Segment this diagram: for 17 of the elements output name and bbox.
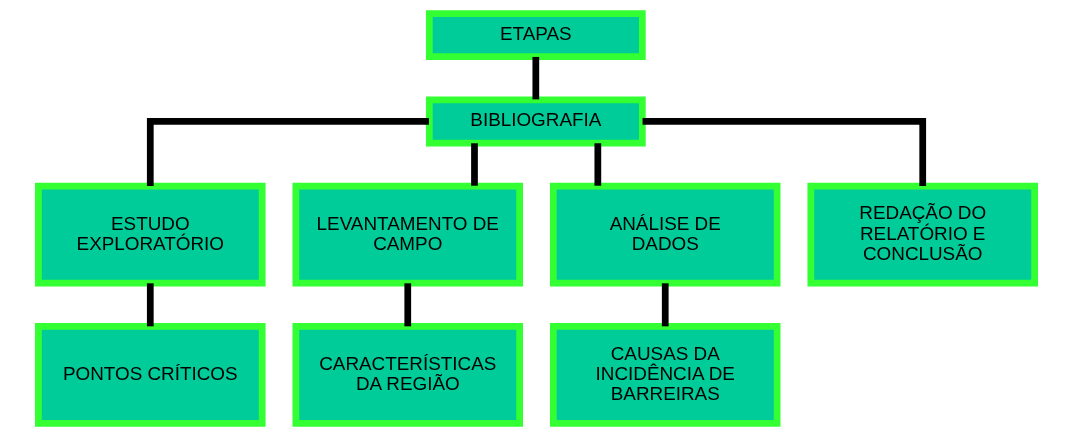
connector	[531, 56, 539, 100]
node-box: ESTUDO EXPLORATÓRIO	[34, 182, 266, 287]
node-box: CARACTERÍSTICAS DA REGIÃO	[292, 322, 523, 427]
node-box: LEVANTAMENTO DE CAMPO	[292, 182, 523, 287]
node-box: REDAÇÃO DO RELATÓRIO E CONCLUSÃO	[806, 182, 1038, 287]
node-box: CAUSAS DA INCIDÊNCIA DE BARREIRAS	[549, 322, 780, 427]
node-box: ETAPAS	[425, 10, 646, 61]
node-box: ANÁLISE DE DADOS	[549, 182, 780, 287]
connector	[470, 143, 478, 186]
connector	[661, 283, 669, 327]
node-box: PONTOS CRÍTICOS	[34, 322, 266, 427]
connector	[146, 283, 154, 327]
connector	[403, 283, 411, 327]
node-box: BIBLIOGRAFIA	[425, 96, 646, 147]
connector	[146, 118, 429, 186]
connector	[593, 143, 601, 186]
connector	[642, 118, 926, 186]
